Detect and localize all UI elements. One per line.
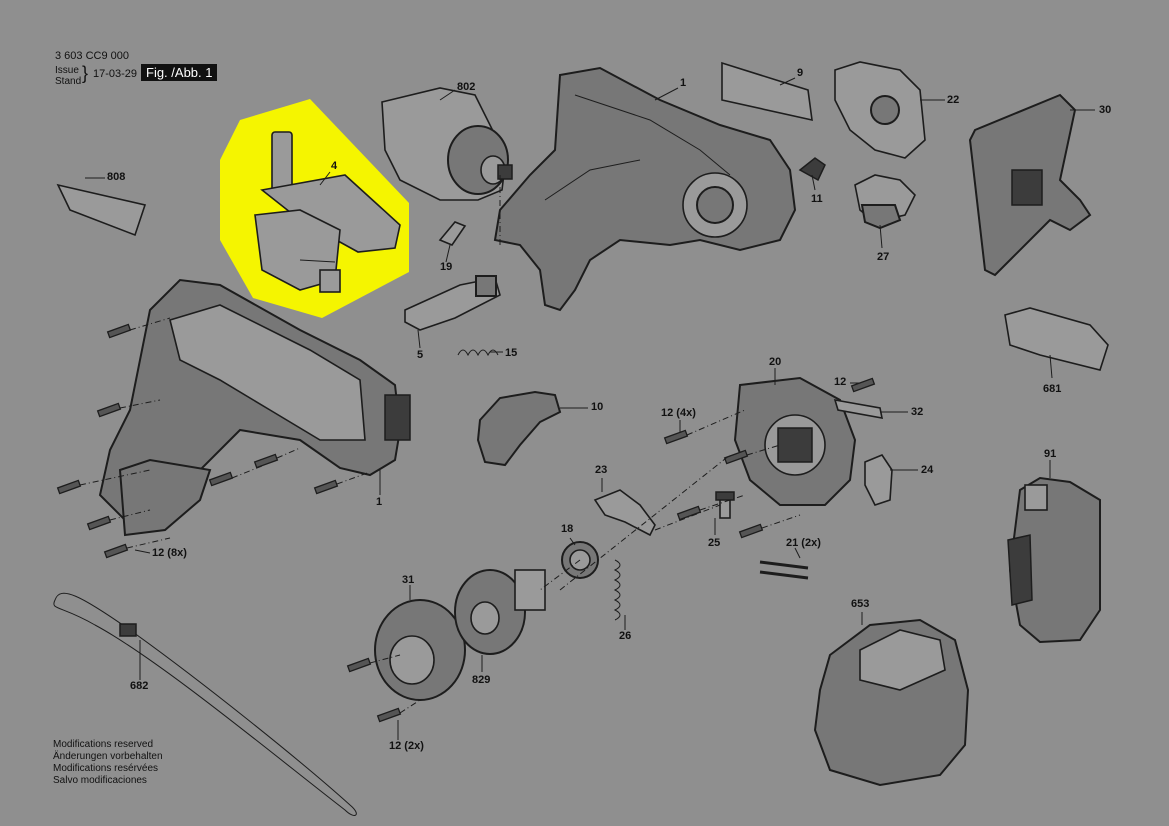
footer-line-fr: Modifications resérvées — [53, 763, 159, 774]
label-802[interactable]: 802 — [457, 81, 476, 93]
belt-clip-part-30[interactable] — [968, 93, 1092, 277]
housing-half-part-1-bottom[interactable] — [98, 278, 411, 537]
label-91[interactable]: 91 — [1044, 448, 1057, 460]
label-18[interactable]: 18 — [561, 523, 574, 535]
cover-part-681[interactable] — [1004, 307, 1109, 371]
lever-part-23[interactable] — [593, 489, 656, 537]
leader-lines — [85, 77, 1095, 740]
label-22[interactable]: 22 — [947, 94, 960, 106]
screws — [56, 323, 876, 723]
issue-label: Issue — [55, 65, 79, 76]
spindle-part-829[interactable] — [454, 569, 546, 655]
gearbox-plate-part-20[interactable] — [733, 376, 857, 506]
label-5[interactable]: 5 — [417, 349, 424, 361]
label-30[interactable]: 30 — [1099, 104, 1112, 116]
label-12-single[interactable]: 12 — [834, 376, 847, 388]
label-31[interactable]: 31 — [402, 574, 415, 586]
figure-label: Fig. /Abb. 1 — [141, 64, 218, 81]
label-11[interactable]: 11 — [811, 193, 823, 205]
label-25[interactable]: 25 — [708, 537, 721, 549]
label-15[interactable]: 15 — [505, 347, 518, 359]
stand-label: Stand — [55, 76, 82, 87]
label-27[interactable]: 27 — [877, 251, 890, 263]
label-829[interactable]: 829 — [472, 674, 491, 686]
label-653[interactable]: 653 — [851, 598, 870, 610]
label-1-bottom[interactable]: 1 — [376, 496, 383, 508]
label-21-2x[interactable]: 21 (2x) — [786, 537, 821, 549]
label-1-top[interactable]: 1 — [680, 77, 687, 89]
label-12-8x[interactable]: 12 (8x) — [152, 547, 187, 559]
battery-part-91[interactable] — [1007, 476, 1101, 644]
label-23[interactable]: 23 — [595, 464, 608, 476]
label-10[interactable]: 10 — [591, 401, 604, 413]
switch-module-part-4[interactable] — [254, 131, 401, 293]
charger-part-653[interactable] — [813, 618, 970, 787]
label-808[interactable]: 808 — [107, 171, 126, 183]
assembly-lines — [79, 175, 801, 714]
label-12-2x[interactable]: 12 (2x) — [389, 740, 424, 752]
modifications-notice: Modifications reserved Änderungen vorbeh… — [53, 739, 163, 787]
label-682[interactable]: 682 — [130, 680, 149, 692]
label-681[interactable]: 681 — [1043, 383, 1062, 395]
label-19[interactable]: 19 — [440, 261, 453, 273]
button-part-27[interactable] — [854, 174, 916, 230]
spring-part-26[interactable] — [613, 559, 621, 621]
pins-part-21[interactable] — [759, 560, 809, 580]
slider-part-5[interactable] — [404, 275, 501, 331]
housing-half-part-1-top[interactable] — [493, 66, 797, 312]
pin-part-25[interactable] — [715, 491, 735, 519]
label-26[interactable]: 26 — [619, 630, 632, 642]
label-9[interactable]: 9 — [797, 67, 804, 79]
ring-part-31[interactable] — [374, 599, 466, 701]
footer-line-en: Modifications reserved — [53, 739, 154, 750]
footer-line-de: Änderungen vorbehalten — [53, 751, 163, 762]
clip-part-24[interactable] — [864, 454, 893, 506]
cover-part-22[interactable] — [834, 61, 926, 159]
label-plate-part-9[interactable] — [721, 61, 813, 122]
document-number: 3 603 CC9 000 — [55, 50, 129, 62]
lanyard-clip-part-682[interactable] — [119, 623, 137, 637]
motor-part-802[interactable] — [381, 87, 513, 201]
footer-line-es: Salvo modificaciones — [53, 775, 147, 786]
label-24[interactable]: 24 — [921, 464, 934, 476]
trigger-part-10[interactable] — [476, 390, 562, 467]
label-12-4x[interactable]: 12 (4x) — [661, 407, 696, 419]
spring-clip-part-19[interactable] — [438, 221, 467, 246]
spring-part-15[interactable] — [457, 349, 499, 357]
label-4[interactable]: 4 — [331, 160, 338, 172]
label-32[interactable]: 32 — [911, 406, 924, 418]
label-20[interactable]: 20 — [769, 356, 782, 368]
lever-part-32[interactable] — [833, 398, 884, 419]
issue-brace: } — [82, 63, 89, 83]
issue-date: 17-03-29 — [93, 68, 138, 80]
label-plate-part-808[interactable] — [56, 183, 147, 237]
